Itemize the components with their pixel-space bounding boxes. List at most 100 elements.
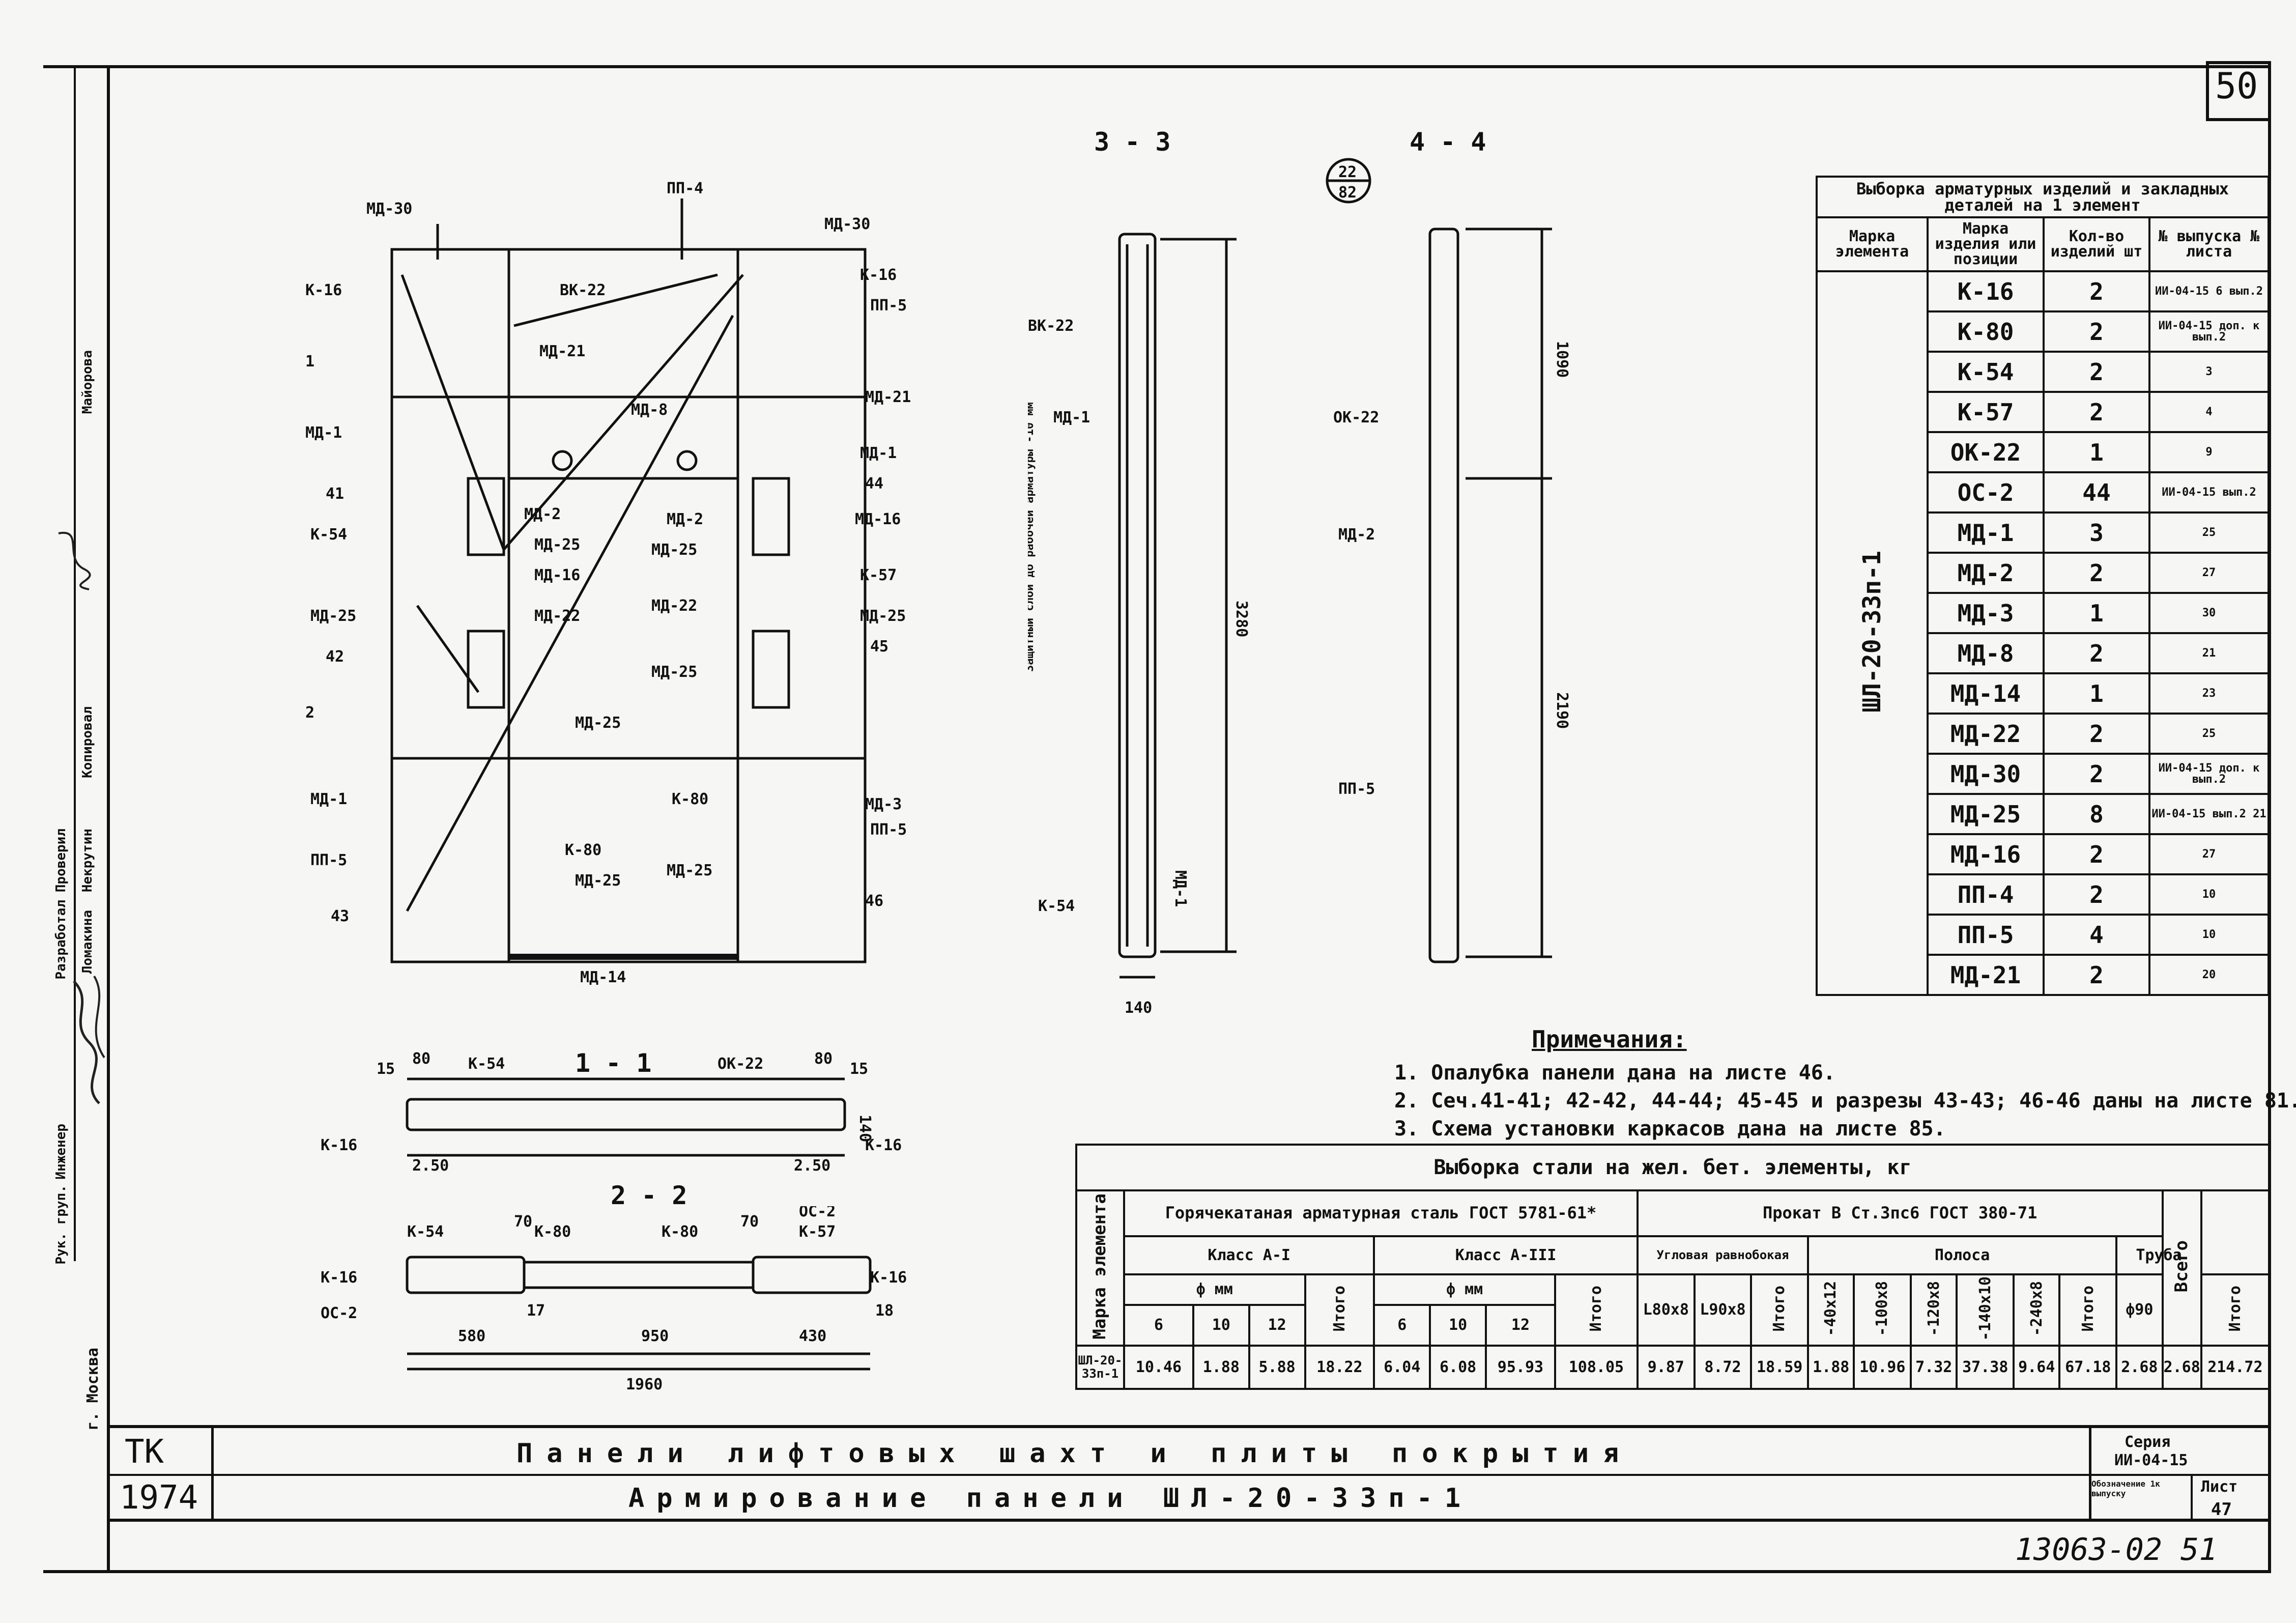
label-sec42: 42 (326, 648, 344, 666)
s44-ref-bottom: 82 (1338, 184, 1357, 202)
steel-strip: Полоса (1807, 1235, 2118, 1275)
label-md1-right: МД-1 (860, 444, 897, 462)
s33-dim-total: 3280 (1232, 601, 1250, 637)
s33-cover-note: Защитный слой до рабочей арматуры -10 мм (1028, 402, 1036, 672)
section-2-2-title: 2 - 2 (611, 1181, 687, 1210)
s11-dim-a: 15 (377, 1060, 395, 1078)
selection-qty-cell: 2 (2043, 954, 2150, 996)
frame-top-line (43, 65, 2271, 68)
steel-sub-a1-6: 6 (1123, 1304, 1194, 1347)
s11-dim-h: 140 (856, 1115, 874, 1142)
steel-value-cell: 10.46 (1123, 1345, 1194, 1390)
selection-item-cell: МД-1 (1927, 511, 2045, 554)
selection-qty-cell: 2 (2043, 713, 2150, 755)
frame-bottom-line (43, 1570, 2271, 1573)
selection-sheet-cell: 10 (2148, 914, 2270, 956)
selection-sheet-cell: 20 (2148, 954, 2270, 996)
steel-sub-a3-10: 10 (1429, 1304, 1487, 1347)
s33-label-vk22: ВК-22 (1028, 317, 1074, 335)
steel-sub-angle-total: Итого (1750, 1273, 1810, 1347)
title-block-hline (109, 1474, 2271, 1476)
label-md25-6: МД-25 (575, 714, 621, 732)
label-md21-right: МД-21 (865, 388, 911, 406)
s11-label-k16-right: К-16 (865, 1136, 902, 1154)
s44-label-md2: МД-2 (1338, 526, 1375, 544)
label-md30-left: МД-30 (366, 200, 412, 218)
steel-sub-strip-total: Итого (2058, 1273, 2118, 1347)
steel-value-cell: 5.88 (1248, 1345, 1306, 1390)
s44-label-pp5: ПП-5 (1338, 780, 1375, 798)
s22-label-k16-right: К-16 (870, 1269, 907, 1287)
steel-sub-pipe-total: Итого (2200, 1273, 2271, 1347)
side-stamp-name-1: Некрутин (80, 829, 95, 893)
selection-item-cell: К-80 (1927, 310, 2045, 353)
s11-label-k16-left: К-16 (321, 1136, 357, 1154)
selection-item-cell: К-57 (1927, 391, 2045, 433)
label-sec43: 43 (331, 907, 349, 925)
steel-sub-240x8: -240x8 (2013, 1273, 2061, 1347)
steel-value-cell: 2.68 (2161, 1345, 2202, 1390)
selection-item-cell: ОК-22 (1927, 431, 2045, 473)
label-md3: МД-3 (865, 795, 902, 813)
steel-sub-a1-12: 12 (1248, 1304, 1306, 1347)
steel-phi-a3: ф мм (1373, 1273, 1556, 1306)
s22-label-k64: К-54 (407, 1223, 444, 1241)
label-k16-left: К-16 (305, 281, 342, 299)
s22-dim-b: 950 (641, 1327, 669, 1345)
selection-sheet-cell: 25 (2148, 713, 2270, 755)
label-md2-right: МД-2 (667, 510, 703, 528)
label-md25-1: МД-25 (534, 536, 580, 554)
steel-value-cell: 1.88 (1807, 1345, 1855, 1390)
label-md25-4: МД-25 (860, 607, 906, 625)
steel-value-cell: 18.22 (1304, 1345, 1375, 1390)
selection-qty-cell: 2 (2043, 833, 2150, 875)
selection-qty-cell: 3 (2043, 511, 2150, 554)
signature-image-2 (58, 531, 91, 590)
selection-item-cell: МД-25 (1927, 793, 2045, 835)
s44-label-ok22: ОК-22 (1333, 409, 1379, 426)
label-pp5-top: ПП-5 (870, 297, 907, 315)
selection-sheet-cell: 27 (2148, 833, 2270, 875)
selection-item-cell: МД-14 (1927, 672, 2045, 715)
steel-value-cell: 108.05 (1554, 1345, 1639, 1390)
label-vk22: ВК-22 (560, 281, 606, 299)
s11-label-ok22: ОК-22 (718, 1055, 763, 1073)
section-3-3-drawing: ВК-22 МД-1 К-54 МД-1 3280 140 Защитный с… (1028, 233, 1250, 1017)
s11-dim-b: 80 (412, 1050, 430, 1068)
selection-item-cell: К-54 (1927, 351, 2045, 393)
steel-sub-a3-total: Итого (1554, 1273, 1639, 1347)
section-4-4-title: 4 - 4 (1410, 127, 1486, 157)
selection-qty-cell: 8 (2043, 793, 2150, 835)
s11-dim-right: 2.50 (794, 1157, 830, 1175)
selection-sheet-cell: 21 (2148, 632, 2270, 674)
selection-sheet-cell: 4 (2148, 391, 2270, 433)
selection-qty-cell: 2 (2043, 753, 2150, 795)
selection-qty-cell: 1 (2043, 431, 2150, 473)
label-k16-right: К-16 (860, 266, 897, 284)
steel-sub-40x12: -40x12 (1807, 1273, 1855, 1347)
steel-value-cell: 7.32 (1910, 1345, 1958, 1390)
selection-item-cell: МД-8 (1927, 632, 2045, 674)
steel-value-cell: 10.96 (1853, 1345, 1912, 1390)
steel-sub-a1-total: Итого (1304, 1273, 1375, 1347)
side-stamp-role-1: Рук. груп. (53, 1185, 69, 1265)
label-sec46: 46 (865, 892, 883, 910)
selection-header-element: Марка элемента (1816, 216, 1929, 272)
selection-item-cell: МД-30 (1927, 753, 2045, 795)
selection-table-title: Выборка арматурных изделий и закладных д… (1816, 176, 2270, 218)
label-sec41: 41 (326, 485, 344, 503)
steel-sub-a3-12: 12 (1485, 1304, 1556, 1347)
s11-dim-d: 15 (850, 1060, 868, 1078)
selection-qty-cell: 2 (2043, 873, 2150, 916)
side-stamp-role-4: Проверил (53, 829, 69, 893)
steel-sub-phi90: ф90 (2115, 1273, 2164, 1347)
label-md8: МД-8 (631, 401, 668, 419)
side-stamp-divider (74, 65, 76, 1261)
steel-value-cell: 214.72 (2200, 1345, 2271, 1390)
label-k80-right: К-80 (672, 790, 708, 808)
steel-value-cell: 67.18 (2058, 1345, 2118, 1390)
